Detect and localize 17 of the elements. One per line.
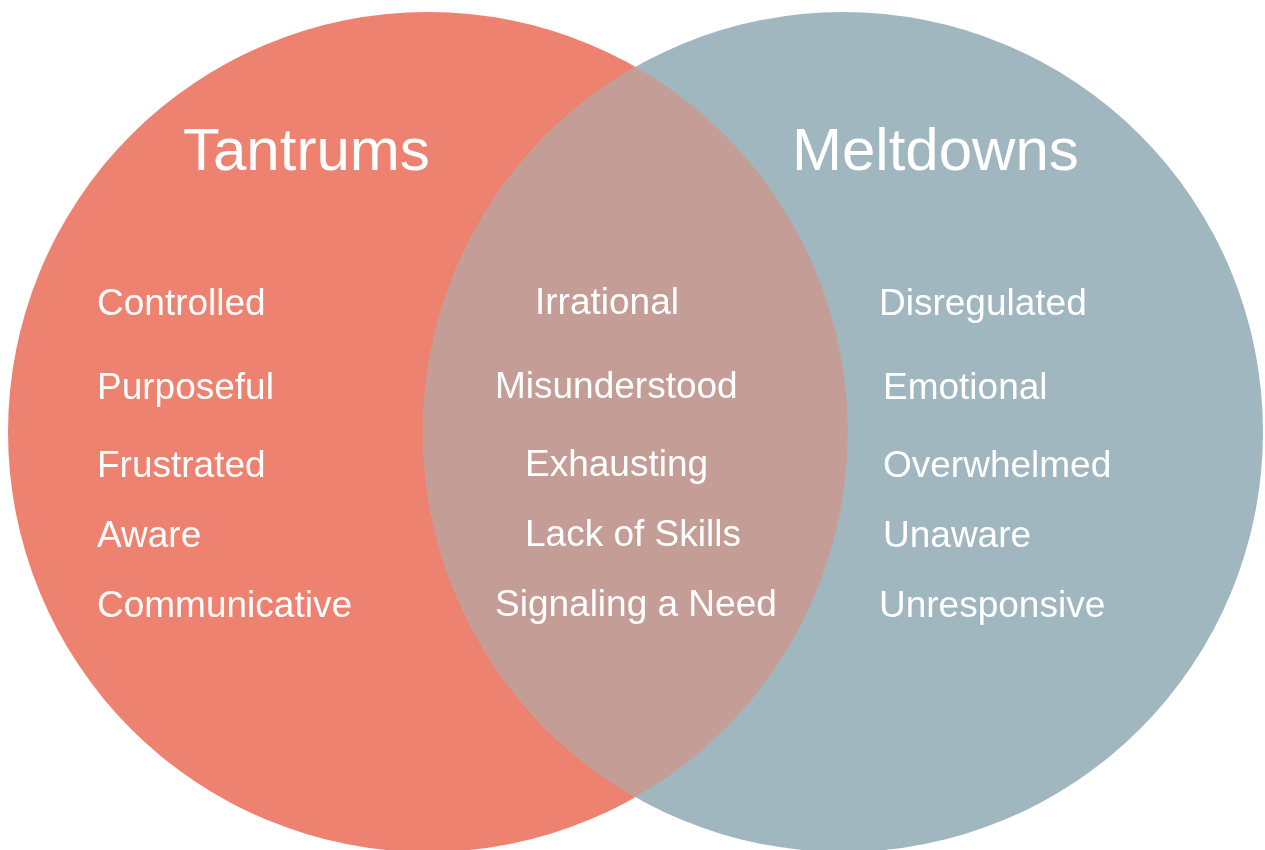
trait-label: Aware — [97, 516, 202, 553]
trait-label: Signaling a Need — [495, 585, 777, 622]
trait-label: Frustrated — [97, 446, 266, 483]
trait-label: Overwhelmed — [883, 446, 1112, 483]
trait-label: Irrational — [535, 283, 679, 320]
trait-label: Exhausting — [525, 445, 709, 482]
trait-label: Unaware — [883, 516, 1032, 553]
trait-label: Lack of Skills — [525, 515, 741, 552]
set-title: Meltdowns — [792, 120, 1079, 180]
trait-label: Purposeful — [97, 368, 274, 405]
trait-label: Communicative — [97, 586, 352, 623]
trait-label: Unresponsive — [879, 586, 1106, 623]
set-title: Tantrums — [183, 120, 430, 180]
trait-label: Misunderstood — [495, 367, 738, 404]
trait-label: Emotional — [883, 368, 1048, 405]
trait-label: Disregulated — [879, 284, 1087, 321]
trait-label: Controlled — [97, 284, 266, 321]
